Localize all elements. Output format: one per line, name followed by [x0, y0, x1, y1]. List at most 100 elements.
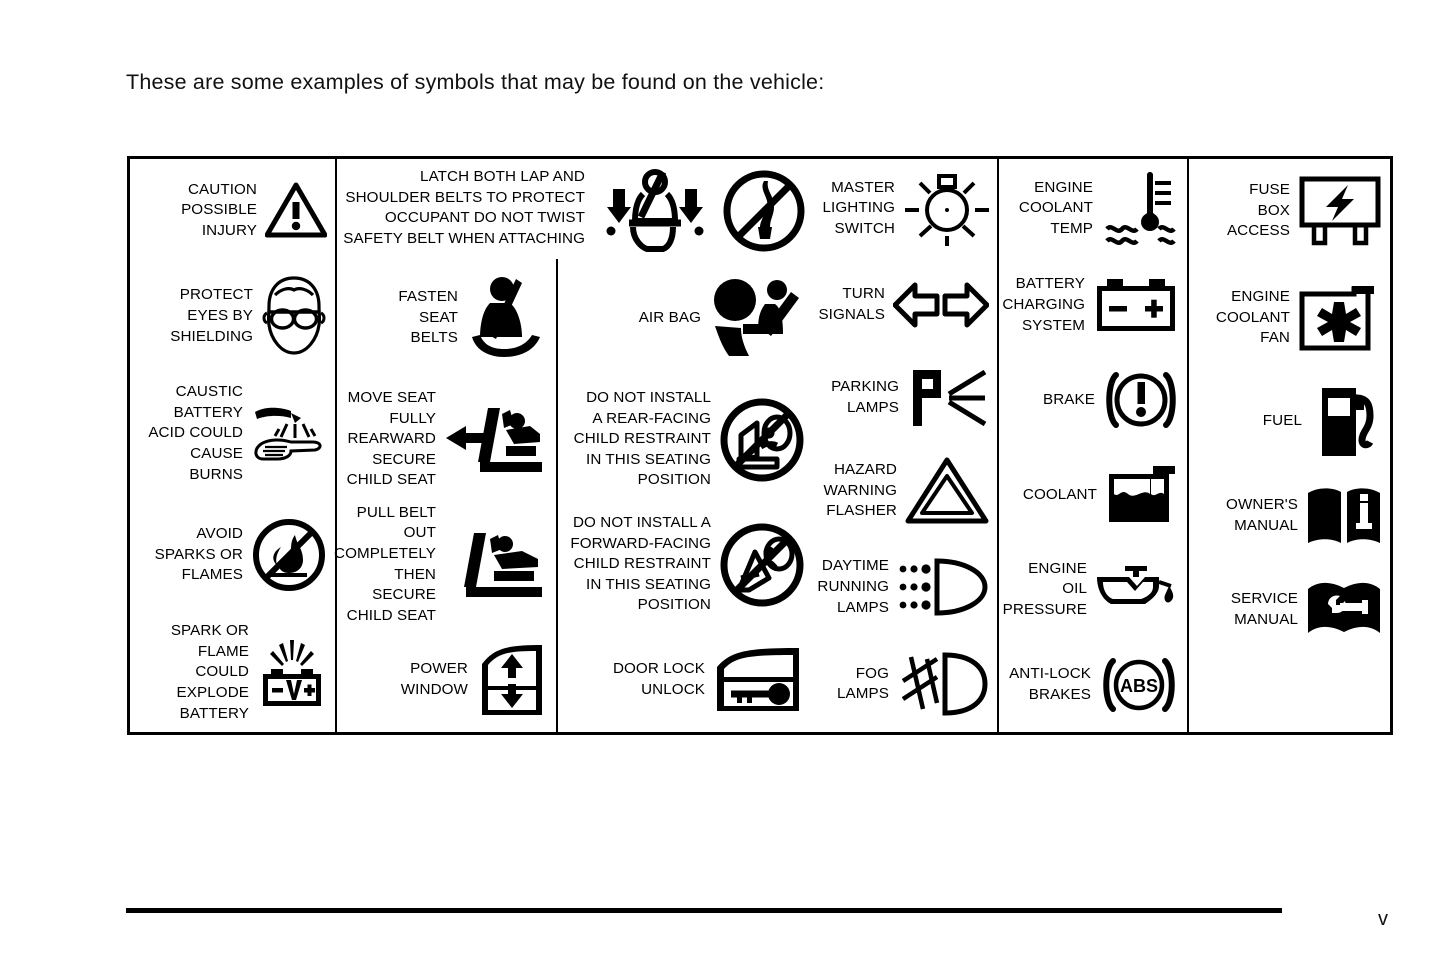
symbol-label: AVOID SPARKS OR FLAMES: [154, 524, 243, 584]
symbol-row-turn-signals: TURN SIGNALS: [813, 258, 997, 351]
eye-protection-icon: [261, 275, 327, 357]
abs-icon: ABS: [1099, 653, 1179, 717]
symbol-label: DO NOT INSTALL A FORWARD-FACING CHILD RE…: [570, 514, 711, 614]
battery-explode-icon: [257, 636, 327, 710]
engine-oil-pressure-icon: [1095, 564, 1179, 616]
page-intro-text: These are some examples of symbols that …: [126, 70, 825, 94]
pull-belt-out-icon: [444, 529, 548, 601]
symbol-label: CAUSTIC BATTERY ACID COULD CAUSE BURNS: [148, 383, 243, 483]
engine-coolant-fan-icon: [1298, 284, 1382, 352]
symbol-row-engine-coolant-fan: ENGINE COOLANT FAN: [1189, 263, 1390, 373]
hazard-flasher-icon: [905, 457, 989, 525]
symbol-label: BRAKE: [1043, 390, 1095, 408]
symbol-row-hazard-flasher: HAZARD WARNING FLASHER: [813, 445, 997, 538]
door-lock-unlock-icon: [713, 645, 805, 715]
air-bag-icon: [709, 278, 805, 358]
footer-rule: [126, 908, 1282, 913]
symbol-label: POWER WINDOW: [400, 659, 468, 698]
symbol-label: ENGINE OIL PRESSURE: [1002, 559, 1087, 619]
symbols-column-5: ENGINE COOLANT TEMP: [997, 159, 1187, 732]
battery-acid-burn-icon: [251, 404, 327, 464]
symbol-label: DO NOT INSTALL A REAR-FACING CHILD RESTR…: [573, 389, 711, 489]
turn-signals-icon: [893, 279, 989, 331]
symbol-row-battery-charging-system: BATTERY CHARGING SYSTEM: [999, 258, 1187, 353]
latch-belts-icon: [603, 169, 707, 255]
battery-charging-icon: [1093, 277, 1179, 333]
symbol-label: HAZARD WARNING FLASHER: [823, 461, 897, 520]
symbol-row-air-bag: AIR BAG: [558, 259, 813, 377]
master-lighting-switch-icon: [903, 170, 989, 248]
daytime-running-lamps-icon: [897, 558, 989, 616]
symbol-label: PROTECT EYES BY SHIELDING: [170, 286, 253, 345]
latch-belts-banner: LATCH BOTH LAP AND SHOULDER BELTS TO PRO…: [337, 159, 813, 259]
no-rear-facing-child-seat-icon: [719, 397, 805, 483]
symbol-row-engine-oil-pressure: ENGINE OIL PRESSURE: [999, 542, 1187, 637]
owners-manual-icon: [1306, 485, 1382, 547]
banner-label: LATCH BOTH LAP AND SHOULDER BELTS TO PRO…: [343, 168, 585, 247]
columns-2-3-body: FASTEN SEAT BELTS MOVE SEAT FULLY REARWA…: [334, 259, 813, 732]
symbol-label: DOOR LOCK UNLOCK: [612, 659, 705, 698]
symbols-column-1: CAUTION POSSIBLE INJURY PROTECT EYES BY …: [130, 159, 335, 732]
brake-icon: [1103, 367, 1179, 433]
symbols-column-6: FUSE BOX ACCESS ENGINE COOLANT FAN: [1187, 159, 1390, 732]
symbol-row-no-forward-facing-child-restraint: DO NOT INSTALL A FORWARD-FACING CHILD RE…: [558, 502, 813, 627]
symbol-row-caustic-battery-acid: CAUSTIC BATTERY ACID COULD CAUSE BURNS: [130, 371, 335, 497]
symbol-label: ENGINE COOLANT TEMP: [1018, 178, 1093, 237]
symbol-label: DAYTIME RUNNING LAMPS: [817, 557, 889, 616]
symbol-row-parking-lamps: PARKING LAMPS: [813, 351, 997, 444]
symbol-row-power-window: POWER WINDOW: [337, 627, 556, 732]
fuel-pump-icon: [1310, 384, 1382, 458]
symbols-column-3: AIR BAG DO NOT INSTALL A REAR-FAC: [556, 259, 813, 732]
symbol-label: SPARK OR FLAME COULD EXPLODE BATTERY: [170, 622, 249, 722]
caution-triangle-icon: [265, 182, 327, 238]
symbol-label: SERVICE MANUAL: [1230, 590, 1298, 628]
symbol-label: OWNER'S MANUAL: [1226, 496, 1298, 534]
symbol-label: ENGINE COOLANT FAN: [1215, 288, 1290, 347]
symbol-label: FASTEN SEAT BELTS: [398, 288, 458, 347]
symbol-row-owners-manual: OWNER'S MANUAL: [1189, 469, 1390, 563]
symbol-label: COOLANT: [1022, 485, 1097, 503]
banner-icons: [595, 167, 813, 255]
svg-text:ABS: ABS: [1120, 676, 1158, 696]
move-seat-rearward-icon: [444, 404, 548, 476]
symbol-label: TURN SIGNALS: [818, 285, 885, 323]
symbol-row-service-manual: SERVICE MANUAL: [1189, 563, 1390, 657]
symbol-row-avoid-sparks-flames: AVOID SPARKS OR FLAMES: [130, 496, 335, 613]
symbol-row-engine-coolant-temp: ENGINE COOLANT TEMP: [999, 159, 1187, 258]
symbol-row-caution-possible-injury: CAUTION POSSIBLE INJURY: [130, 159, 335, 262]
symbol-row-anti-lock-brakes: ANTI-LOCK BRAKES ABS: [999, 637, 1187, 732]
symbol-row-fasten-seat-belts: FASTEN SEAT BELTS: [337, 259, 556, 377]
symbol-label: FUEL: [1262, 411, 1302, 429]
symbol-row-fuse-box-access: FUSE BOX ACCESS: [1189, 159, 1390, 263]
symbols-column-4: MASTER LIGHTING SWITCH: [813, 159, 997, 732]
symbol-row-daytime-running-lamps: DAYTIME RUNNING LAMPS: [813, 538, 997, 637]
symbol-row-no-rear-facing-child-restraint: DO NOT INSTALL A REAR-FACING CHILD RESTR…: [558, 377, 813, 502]
power-window-icon: [476, 642, 548, 718]
symbol-label: ANTI-LOCK BRAKES: [1009, 665, 1091, 703]
symbol-row-pull-belt-out: PULL BELT OUT COMPLETELY THEN SECURE CHI…: [334, 502, 556, 627]
symbol-row-protect-eyes: PROTECT EYES BY SHIELDING: [130, 262, 335, 371]
fasten-seat-belt-icon: [466, 275, 548, 361]
fog-lamps-icon: [897, 651, 989, 717]
symbol-row-master-lighting-switch: MASTER LIGHTING SWITCH: [813, 159, 997, 258]
symbol-row-door-lock-unlock: DOOR LOCK UNLOCK: [558, 627, 813, 732]
no-flame-icon: [251, 517, 327, 593]
engine-coolant-temp-icon: [1101, 167, 1179, 249]
coolant-reservoir-icon: [1105, 464, 1179, 526]
fuse-box-icon: [1298, 175, 1382, 247]
service-manual-icon: [1306, 579, 1382, 641]
symbol-label: CAUTION POSSIBLE INJURY: [181, 180, 257, 239]
symbols-column-2: FASTEN SEAT BELTS MOVE SEAT FULLY REARWA…: [334, 259, 556, 732]
page-number: v: [1378, 908, 1388, 930]
symbol-row-brake: BRAKE: [999, 353, 1187, 448]
no-forward-facing-child-seat-icon: [719, 522, 805, 608]
symbol-row-coolant: COOLANT: [999, 447, 1187, 542]
symbol-label: AIR BAG: [638, 308, 701, 326]
do-not-twist-belt-icon: [722, 169, 806, 253]
symbols-columns-2-3-group: LATCH BOTH LAP AND SHOULDER BELTS TO PRO…: [334, 159, 813, 732]
parking-lamps-icon: [907, 366, 989, 430]
symbol-label: MASTER LIGHTING SWITCH: [822, 178, 895, 237]
symbol-row-fuel: FUEL: [1189, 373, 1390, 469]
symbol-label: PULL BELT OUT COMPLETELY THEN SECURE CHI…: [334, 503, 436, 624]
symbol-label: BATTERY CHARGING SYSTEM: [1002, 275, 1085, 334]
